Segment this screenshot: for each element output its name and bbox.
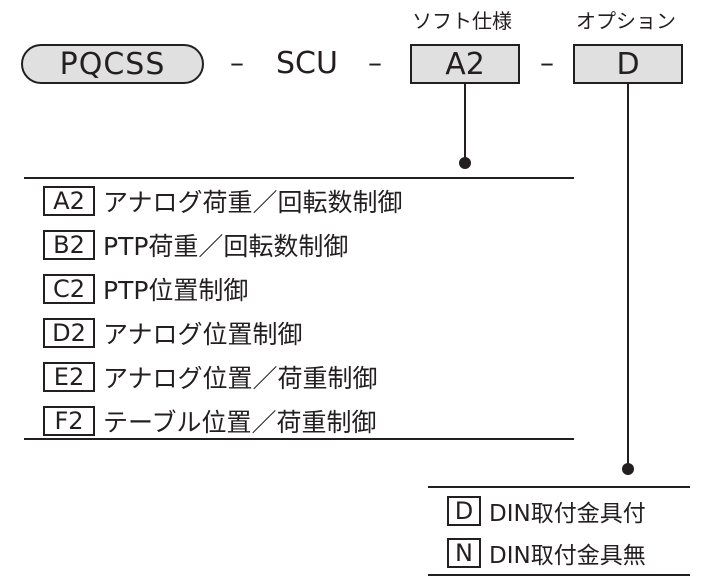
software-option-d2: D2 アナログ位置制御 bbox=[43, 314, 403, 352]
option-description: PTP荷重／回転数制御 bbox=[103, 232, 349, 261]
option-code-tag: A2 bbox=[43, 186, 95, 216]
software-option-c2: C2 PTP位置制御 bbox=[43, 270, 403, 308]
software-connector-line bbox=[464, 84, 466, 162]
option-description: DIN取付金具付 bbox=[489, 501, 646, 527]
option-code-tag: D2 bbox=[43, 318, 95, 348]
option-code-tag: C2 bbox=[43, 274, 95, 304]
model-series-text: SCU bbox=[276, 46, 338, 81]
software-list-top-rule bbox=[24, 177, 574, 179]
option-options-list: D DIN取付金具付 N DIN取付金具無 bbox=[447, 492, 646, 572]
option-box: D bbox=[573, 44, 683, 84]
separator-dash-3: – bbox=[540, 46, 554, 79]
option-description: アナログ位置／荷重制御 bbox=[103, 364, 378, 393]
option-description: アナログ位置制御 bbox=[103, 320, 303, 349]
option-connector-line bbox=[627, 84, 629, 468]
separator-dash-2: – bbox=[368, 46, 382, 79]
software-option-f2: F2 テーブル位置／荷重制御 bbox=[43, 402, 403, 440]
option-code-tag: F2 bbox=[43, 406, 95, 436]
software-connector-dot bbox=[459, 157, 471, 169]
option-description: DIN取付金具無 bbox=[489, 543, 646, 569]
option-description: テーブル位置／荷重制御 bbox=[103, 408, 377, 437]
separator-dash-1: – bbox=[230, 46, 244, 79]
software-options-list: A2 アナログ荷重／回転数制御 B2 PTP荷重／回転数制御 C2 PTP位置制… bbox=[43, 182, 403, 440]
model-prefix-pill: PQCSS bbox=[21, 44, 204, 84]
option-list-bottom-rule bbox=[428, 574, 690, 576]
option-connector-dot bbox=[622, 463, 634, 475]
software-option-b2: B2 PTP荷重／回転数制御 bbox=[43, 226, 403, 264]
option-code-tag: D bbox=[447, 496, 481, 526]
option-code-tag: E2 bbox=[43, 362, 95, 392]
option-header: オプション bbox=[576, 9, 676, 33]
option-list-top-rule bbox=[428, 486, 690, 488]
option-description: アナログ荷重／回転数制御 bbox=[103, 188, 403, 217]
model-prefix-text: PQCSS bbox=[59, 46, 166, 82]
option-d: D DIN取付金具付 bbox=[447, 492, 646, 530]
option-n: N DIN取付金具無 bbox=[447, 534, 646, 572]
option-code-tag: N bbox=[447, 538, 481, 568]
option-code-tag: B2 bbox=[43, 230, 95, 260]
software-spec-box: A2 bbox=[410, 44, 520, 84]
software-spec-header: ソフト仕様 bbox=[412, 9, 512, 33]
software-spec-value: A2 bbox=[445, 46, 485, 82]
option-value: D bbox=[616, 46, 640, 82]
software-option-a2: A2 アナログ荷重／回転数制御 bbox=[43, 182, 403, 220]
software-list-bottom-rule bbox=[24, 438, 574, 440]
software-option-e2: E2 アナログ位置／荷重制御 bbox=[43, 358, 403, 396]
option-description: PTP位置制御 bbox=[103, 276, 249, 305]
